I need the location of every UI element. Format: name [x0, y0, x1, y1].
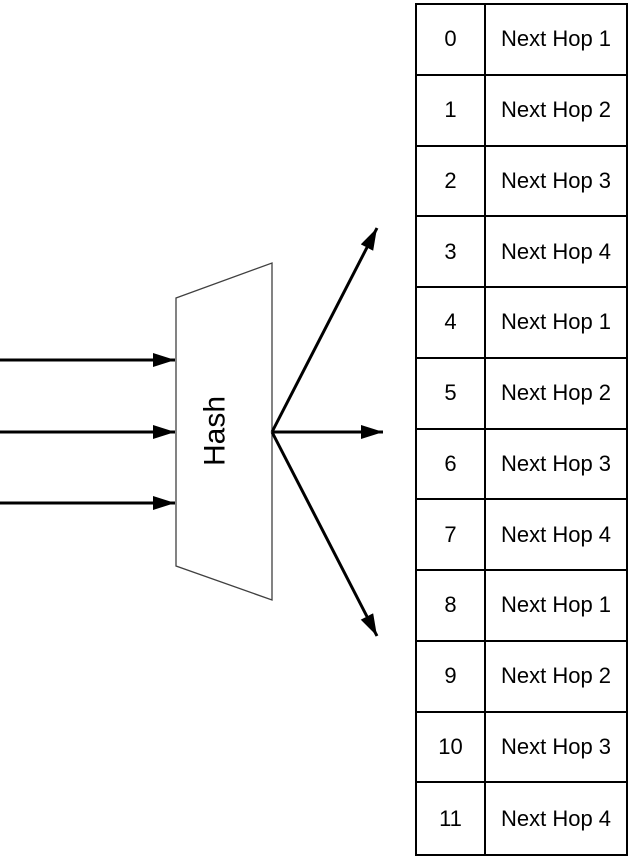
row-index-cell: 4 — [417, 288, 486, 359]
output-arrow-up — [270, 227, 379, 433]
row-index-cell: 7 — [417, 500, 486, 571]
row-index-cell: 0 — [417, 5, 486, 76]
output-arrow-down — [270, 431, 379, 637]
row-index-cell: 3 — [417, 217, 486, 288]
row-index-cell: 6 — [417, 429, 486, 501]
hash-label: Hash — [199, 396, 232, 466]
row-nexthop-cell: Next Hop 2 — [486, 359, 626, 430]
row-nexthop-cell: Next Hop 4 — [486, 217, 626, 288]
hash-trapezoid — [175, 262, 273, 601]
next-hop-table: 0 Next Hop 1 1 Next Hop 2 2 Next Hop 3 3… — [415, 3, 628, 856]
row-nexthop-cell: Next Hop 1 — [486, 571, 626, 642]
row-index-cell: 10 — [417, 712, 486, 784]
row-index-cell: 11 — [417, 783, 486, 854]
row-nexthop-cell: Next Hop 3 — [486, 430, 626, 501]
row-index-cell: 1 — [417, 75, 486, 147]
row-nexthop-cell: Next Hop 1 — [486, 5, 626, 76]
row-nexthop-cell: Next Hop 3 — [486, 147, 626, 218]
row-nexthop-cell: Next Hop 1 — [486, 288, 626, 359]
row-nexthop-cell: Next Hop 2 — [486, 76, 626, 147]
row-nexthop-cell: Next Hop 4 — [500, 805, 612, 831]
row-index-cell: 8 — [417, 571, 486, 642]
row-index-cell: 9 — [417, 641, 486, 713]
row-nexthop-cell: Next Hop 2 — [486, 642, 626, 713]
row-index-cell: 2 — [417, 146, 486, 218]
row-nexthop-cell: Next Hop 4 — [486, 500, 626, 571]
row-index-cell: 5 — [417, 358, 486, 430]
row-nexthop-cell: Next Hop 3 — [486, 713, 626, 784]
